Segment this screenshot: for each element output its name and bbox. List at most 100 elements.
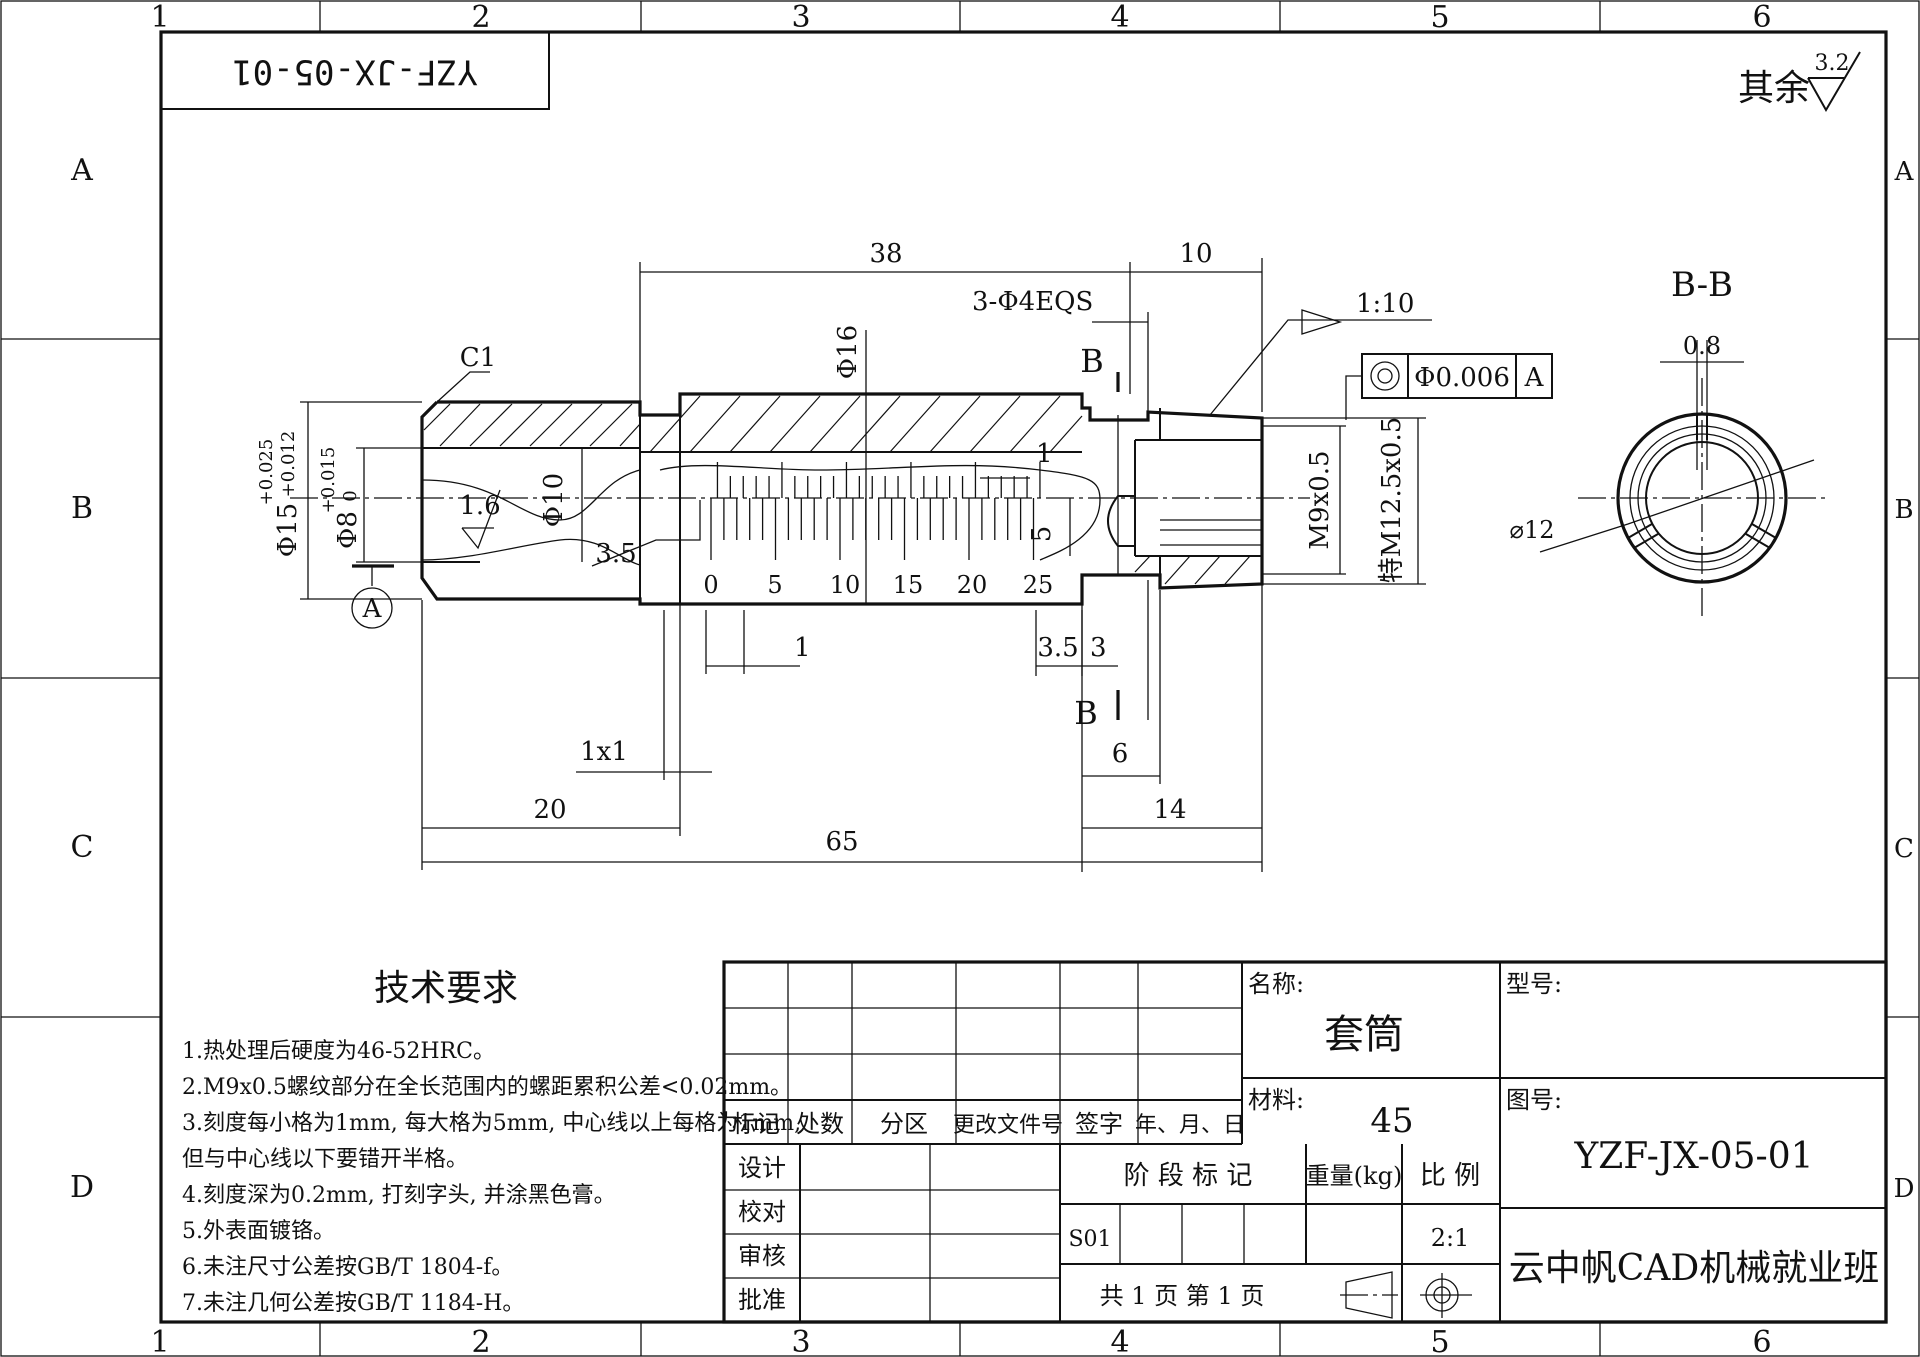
dim-20: 20 xyxy=(533,795,566,825)
col-label-bottom: 5 xyxy=(1430,1325,1449,1357)
dim-14: 14 xyxy=(1153,795,1186,825)
scale-label: 5 xyxy=(767,571,782,599)
type-label: 型号: xyxy=(1506,970,1562,998)
col-label-top: 3 xyxy=(791,0,810,35)
sheets-info: 共 1 页 第 1 页 xyxy=(1100,1282,1265,1310)
hatch-upper-left xyxy=(423,403,641,447)
role-label: 设计 xyxy=(738,1154,786,1182)
dim-phi15-tol-low: +0.012 xyxy=(278,431,299,498)
role-label: 审核 xyxy=(738,1242,786,1270)
material-value: 45 xyxy=(1370,1101,1413,1141)
dim-phi15-tol-up: +0.025 xyxy=(256,439,277,506)
stage-label: 阶 段 标 记 xyxy=(1124,1161,1253,1191)
row-label-left: C xyxy=(71,830,94,865)
col-label-top: 5 xyxy=(1430,0,1449,35)
scale-label: 15 xyxy=(893,571,924,599)
col-label-bottom: 3 xyxy=(791,1325,810,1357)
dim-1-top: 1 xyxy=(1036,439,1053,469)
tech-item: 3.刻度每小格为1mm, 每大格为5mm, 中心线以上每格为1mm, xyxy=(182,1111,801,1136)
dim-5: 5 xyxy=(1027,526,1057,543)
tech-item: 5.外表面镀铬。 xyxy=(182,1219,335,1244)
dim-phi16: Φ16 xyxy=(833,325,863,379)
part-main-view: 0 5 10 15 20 25 B B xyxy=(290,312,1310,732)
col-label-top: 2 xyxy=(471,0,490,35)
roughness-note: 其余 3.2 xyxy=(1738,51,1861,113)
tech-item: 2.M9x0.5螺纹部分在全长范围内的螺距累积公差<0.02mm。 xyxy=(182,1075,792,1100)
section-title: B-B xyxy=(1671,265,1733,305)
name-label: 名称: xyxy=(1248,970,1304,998)
role-label: 校对 xyxy=(738,1198,786,1226)
dim-phi10: Φ10 xyxy=(539,473,569,527)
name-value: 套筒 xyxy=(1324,1012,1404,1058)
tech-item: 4.刻度深为0.2mm, 打刻字头, 并涂黑色膏。 xyxy=(182,1183,616,1208)
row-label-left: D xyxy=(70,1170,94,1205)
scale-label: 20 xyxy=(957,571,988,599)
top-code-box: YZF-JX-05-01 xyxy=(160,31,550,110)
drawing-no: YZF-JX-05-01 xyxy=(1573,1136,1813,1177)
scale-label: 25 xyxy=(1023,571,1054,599)
dim-m12: 特M12.5x0.5 xyxy=(1377,417,1407,584)
dim-65: 65 xyxy=(825,827,858,857)
dim-phi8: Φ8 xyxy=(333,511,363,549)
dim-6: 6 xyxy=(1112,739,1129,769)
section-mark-bottom: B xyxy=(1074,694,1098,732)
col-label-bottom: 6 xyxy=(1752,1325,1771,1357)
scale-value: 2:1 xyxy=(1431,1224,1470,1252)
dim-3: 3 xyxy=(1090,633,1107,663)
dim-c1: C1 xyxy=(460,343,496,373)
dim-1-bottom: 1 xyxy=(794,633,811,663)
rev-header: 签字 xyxy=(1075,1110,1123,1138)
scale-label: 0 xyxy=(703,571,718,599)
dim-taper: 1:10 xyxy=(1356,289,1414,319)
col-label-top: 6 xyxy=(1752,0,1771,35)
section-mark-top: B xyxy=(1080,342,1104,380)
dim-phi8-tol-up: +0.015 xyxy=(318,447,339,514)
rev-header: 年、月、日 xyxy=(1135,1113,1245,1138)
dim-m9: M9x0.5 xyxy=(1305,450,1335,549)
section-gap: 0.8 xyxy=(1683,332,1721,360)
geom-tolerance-frame: Φ0.006 A xyxy=(1345,353,1553,420)
scale-label: 比 例 xyxy=(1420,1161,1480,1191)
col-label-top: 1 xyxy=(150,0,169,35)
dim-rough-1-6: 1.6 xyxy=(459,491,500,521)
section-dia: ⌀12 xyxy=(1510,516,1555,544)
rev-header: 标记 xyxy=(732,1110,780,1138)
scale-ticks xyxy=(710,462,1041,560)
tech-item: 但与中心线以下要错开半格。 xyxy=(182,1147,468,1172)
tech-requirements: 技术要求 1.热处理后硬度为46-52HRC。 2.M9x0.5螺纹部分在全长范… xyxy=(182,968,801,1316)
roughness-value: 3.2 xyxy=(1815,51,1850,76)
scale-label: 10 xyxy=(830,571,861,599)
row-label-right: A xyxy=(1894,157,1915,187)
dimensions: 38 10 3-Φ4EQS 1:10 Φ16 C1 Φ15 +0.025 +0.… xyxy=(256,239,1432,872)
zone-labels: 1 2 3 4 5 6 1 2 3 4 5 6 A B C D A B C D xyxy=(70,0,1915,1357)
dim-phi8-tol-low: 0 xyxy=(340,490,361,501)
row-label-right: C xyxy=(1894,834,1914,864)
stage-code: S01 xyxy=(1068,1227,1111,1252)
rev-header: 处数 xyxy=(796,1110,844,1138)
projection-symbol xyxy=(1340,1271,1472,1319)
dim-3-5-left: 3.5 xyxy=(595,539,636,569)
col-label-bottom: 2 xyxy=(471,1325,490,1357)
rev-header: 分区 xyxy=(880,1110,928,1138)
tech-item: 6.未注尺寸公差按GB/T 1804-f。 xyxy=(182,1255,513,1280)
dim-1x1: 1x1 xyxy=(580,737,628,767)
rev-header: 更改文件号 xyxy=(953,1113,1063,1138)
col-label-top: 4 xyxy=(1110,0,1129,35)
row-label-right: D xyxy=(1894,1174,1915,1204)
dim-38: 38 xyxy=(869,239,902,269)
hatch-upper-main xyxy=(649,395,1083,453)
scale-labels: 0 5 10 15 20 25 xyxy=(703,571,1053,599)
row-label-left: B xyxy=(71,491,93,526)
dim-phi15: Φ15 xyxy=(273,503,303,557)
row-label-right: B xyxy=(1894,495,1913,525)
datum-a: A xyxy=(362,594,383,624)
dim-holes: 3-Φ4EQS xyxy=(972,287,1093,317)
row-label-left: A xyxy=(70,153,93,188)
hatch-right-lower xyxy=(1134,555,1251,585)
role-label: 批准 xyxy=(738,1286,786,1314)
dim-3-5: 3.5 xyxy=(1037,633,1078,663)
dim-10: 10 xyxy=(1179,239,1212,269)
col-label-bottom: 1 xyxy=(150,1325,169,1357)
tech-item: 7.未注几何公差按GB/T 1184-H。 xyxy=(182,1291,524,1316)
